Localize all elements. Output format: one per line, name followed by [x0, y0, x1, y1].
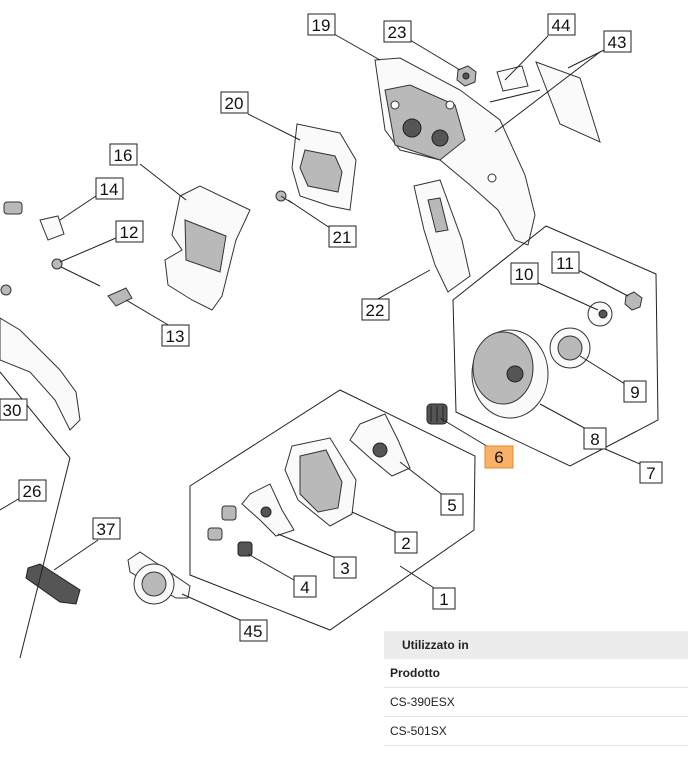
callout-22[interactable]: 22 [361, 298, 390, 321]
sprocket-washer-part [127, 551, 191, 605]
callout-20[interactable]: 20 [220, 91, 249, 114]
clutch-cover-part [374, 57, 536, 246]
svg-text:23: 23 [388, 23, 407, 42]
clutch-assembly-group [189, 389, 476, 631]
callout-16[interactable]: 16 [109, 143, 138, 166]
svg-text:3: 3 [340, 559, 349, 578]
label-sticker-part [496, 61, 601, 143]
callout-45[interactable]: 45 [239, 619, 268, 642]
svg-text:37: 37 [97, 520, 116, 539]
callout-43[interactable]: 43 [603, 30, 632, 53]
svg-text:16: 16 [114, 146, 133, 165]
callout-7[interactable]: 7 [639, 461, 663, 484]
callout-11[interactable]: 11 [551, 251, 580, 274]
svg-text:44: 44 [552, 16, 571, 35]
callout-14[interactable]: 14 [95, 177, 124, 200]
chain-guard-plate-part [291, 123, 357, 211]
svg-text:12: 12 [120, 223, 139, 242]
svg-text:5: 5 [447, 496, 456, 515]
callout-13[interactable]: 13 [161, 324, 190, 347]
callout-21[interactable]: 21 [328, 225, 357, 248]
callout-1[interactable]: 1 [432, 587, 456, 610]
svg-text:13: 13 [166, 327, 185, 346]
svg-text:21: 21 [333, 228, 352, 247]
callout-9[interactable]: 9 [623, 380, 647, 403]
svg-text:11: 11 [556, 254, 574, 273]
svg-text:8: 8 [590, 430, 599, 449]
svg-text:19: 19 [312, 16, 331, 35]
product-column-header: Prodotto [384, 659, 688, 688]
product-row-cs-501sx[interactable]: CS-501SX [384, 717, 688, 746]
svg-text:9: 9 [630, 383, 639, 402]
svg-text:22: 22 [366, 301, 385, 320]
used-in-table: Utilizzato in Prodotto CS-390ESX CS-501S… [384, 631, 688, 746]
clutch-drum-group [452, 225, 659, 467]
needle-bearing-part [426, 403, 448, 425]
svg-text:26: 26 [23, 482, 42, 501]
callout-5[interactable]: 5 [440, 493, 464, 516]
leader-lines [0, 33, 641, 621]
chain-catcher-part [413, 179, 471, 293]
callout-3[interactable]: 3 [333, 556, 357, 579]
callout-37[interactable]: 37 [92, 517, 121, 540]
svg-text:7: 7 [646, 464, 655, 483]
used-in-header: Utilizzato in [384, 631, 688, 659]
callout-6[interactable]: 6 [484, 445, 514, 469]
svg-text:45: 45 [244, 622, 263, 641]
callout-8[interactable]: 8 [583, 427, 607, 450]
callout-10[interactable]: 10 [510, 262, 539, 285]
product-row-cs-390esx[interactable]: CS-390ESX [384, 688, 688, 717]
callout-4[interactable]: 4 [293, 575, 317, 598]
spring-part [25, 563, 81, 605]
callout-26[interactable]: 26 [18, 479, 47, 502]
callout-44[interactable]: 44 [547, 13, 576, 36]
svg-text:20: 20 [225, 94, 244, 113]
callout-2[interactable]: 2 [394, 531, 418, 554]
svg-text:43: 43 [608, 33, 627, 52]
svg-text:14: 14 [100, 180, 119, 199]
svg-text:10: 10 [515, 265, 534, 284]
callout-19[interactable]: 19 [307, 13, 336, 36]
svg-text:1: 1 [439, 590, 448, 609]
svg-text:30: 30 [3, 401, 22, 420]
left-small-parts [0, 201, 133, 431]
callout-12[interactable]: 12 [115, 220, 144, 243]
svg-text:2: 2 [401, 534, 410, 553]
callout-23[interactable]: 23 [383, 20, 412, 43]
svg-text:6: 6 [494, 448, 503, 467]
bracket-part [164, 185, 251, 311]
nut-part [456, 65, 477, 87]
callout-30[interactable]: 30 [0, 398, 28, 421]
svg-text:4: 4 [300, 578, 309, 597]
